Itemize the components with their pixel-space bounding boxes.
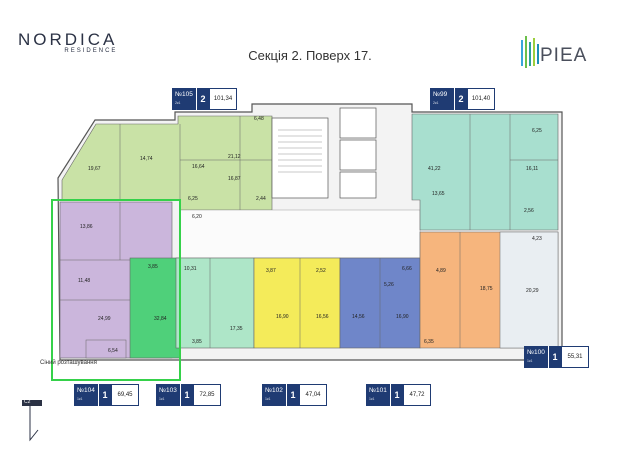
room-label: 10,31	[184, 266, 197, 272]
apartment-type: 1к1	[265, 397, 271, 401]
room-label: 6,48	[254, 116, 264, 122]
apartment-tag-102[interactable]: №102 1к1 1 47,04	[262, 384, 327, 406]
compass-icon	[22, 400, 42, 442]
apartment-area: 47,72	[403, 384, 431, 406]
apt-105	[61, 115, 273, 211]
room-label: 20,29	[526, 288, 539, 294]
apartment-number: №104	[77, 387, 95, 394]
room-label: 16,87	[228, 176, 241, 182]
room-label: 4,89	[436, 268, 446, 274]
room-count: 2	[196, 88, 209, 110]
room-label: 2,52	[316, 268, 326, 274]
logo-sub-text: RESIDENCE	[64, 48, 118, 54]
room-label: 24,99	[98, 316, 111, 322]
room-label: 3,87	[266, 268, 276, 274]
room-label: 6,25	[532, 128, 542, 134]
room-label: 14,56	[352, 314, 365, 320]
room-label: 32,84	[154, 316, 167, 322]
room-label: 3,85	[148, 264, 158, 270]
apartment-type: 2к1	[175, 101, 181, 105]
room-count: 1	[180, 384, 193, 406]
room-label: 2,44	[256, 196, 266, 202]
elevator-1	[339, 107, 377, 139]
apartment-tag-101[interactable]: №101 1к1 1 47,72	[366, 384, 431, 406]
stair-core	[271, 117, 329, 199]
room-label: 6,20	[192, 214, 202, 220]
apartment-number: №100	[527, 349, 545, 356]
room-count: 2	[454, 88, 467, 110]
logo-main-text: NORDICA	[18, 30, 118, 49]
location-legend-label: Сіний розташування	[40, 360, 97, 366]
apartment-number: №99	[433, 91, 448, 98]
apartment-type: 1к1	[159, 397, 165, 401]
room-label: 5,26	[384, 282, 394, 288]
brand-logo-icon	[521, 36, 539, 68]
apartment-type: 1к1	[77, 397, 83, 401]
apartment-area: 47,04	[299, 384, 327, 406]
apartment-number: №105	[175, 91, 193, 98]
room-label: 16,64	[192, 164, 205, 170]
apt-99	[411, 113, 559, 231]
apartment-type: 1к1	[369, 397, 375, 401]
room-label: 3,85	[192, 339, 202, 345]
apartment-tag-99[interactable]: №99 2к1 2 101,40	[430, 88, 495, 110]
apt-103	[129, 257, 181, 359]
room-label: 13,86	[80, 224, 93, 230]
apartment-area: 101,34	[209, 88, 237, 110]
room-label: 21,12	[228, 154, 241, 160]
room-label: 16,90	[396, 314, 409, 320]
room-count: 1	[98, 384, 111, 406]
page-title: Секція 2. Поверх 17.	[248, 48, 372, 63]
room-label: 13,65	[432, 191, 445, 197]
room-label: 41,22	[428, 166, 441, 172]
room-label: 16,90	[276, 314, 289, 320]
room-label: 11,48	[78, 278, 90, 284]
room-count: 1	[286, 384, 299, 406]
compass-label: C2	[24, 399, 31, 405]
brand-name: PIEA	[540, 45, 588, 66]
room-label: 18,75	[480, 286, 493, 292]
elevator-3	[339, 171, 377, 199]
apt-102	[253, 257, 341, 349]
room-label: 6,54	[108, 348, 118, 354]
room-label: 17,35	[230, 326, 243, 332]
apartment-tag-100[interactable]: №100 1к1 1 55,31	[524, 346, 589, 368]
apartment-area: 69,45	[111, 384, 139, 406]
apartment-number: №103	[159, 387, 177, 394]
room-label: 2,56	[524, 208, 534, 214]
nordica-logo: NORDICA RESIDENCE	[18, 30, 117, 54]
room-label: 16,11	[526, 166, 538, 172]
apartment-tag-103[interactable]: №103 1к1 1 72,85	[156, 384, 221, 406]
room-label: 19,67	[88, 166, 101, 172]
room-label: 6,35	[424, 339, 434, 345]
room-label: 4,23	[532, 236, 542, 242]
corridor	[179, 209, 421, 259]
apartment-area: 72,85	[193, 384, 221, 406]
room-count: 1	[390, 384, 403, 406]
apartment-tag-104[interactable]: №104 1к1 1 69,45	[74, 384, 139, 406]
room-label: 14,74	[140, 156, 153, 162]
apartment-number: №101	[369, 387, 387, 394]
room-label: 6,25	[188, 196, 198, 202]
room-label: 6,66	[402, 266, 412, 272]
selected-apartment-highlight	[51, 199, 181, 381]
apartment-tag-105[interactable]: №105 2к1 2 101,34	[172, 88, 237, 110]
apartment-area: 55,31	[561, 346, 589, 368]
room-count: 1	[548, 346, 561, 368]
apartment-number: №102	[265, 387, 283, 394]
apartment-area: 101,40	[467, 88, 495, 110]
apartment-type: 2к1	[433, 101, 439, 105]
room-label: 16,56	[316, 314, 329, 320]
elevator-2	[339, 139, 377, 171]
apartment-type: 1к1	[527, 359, 533, 363]
